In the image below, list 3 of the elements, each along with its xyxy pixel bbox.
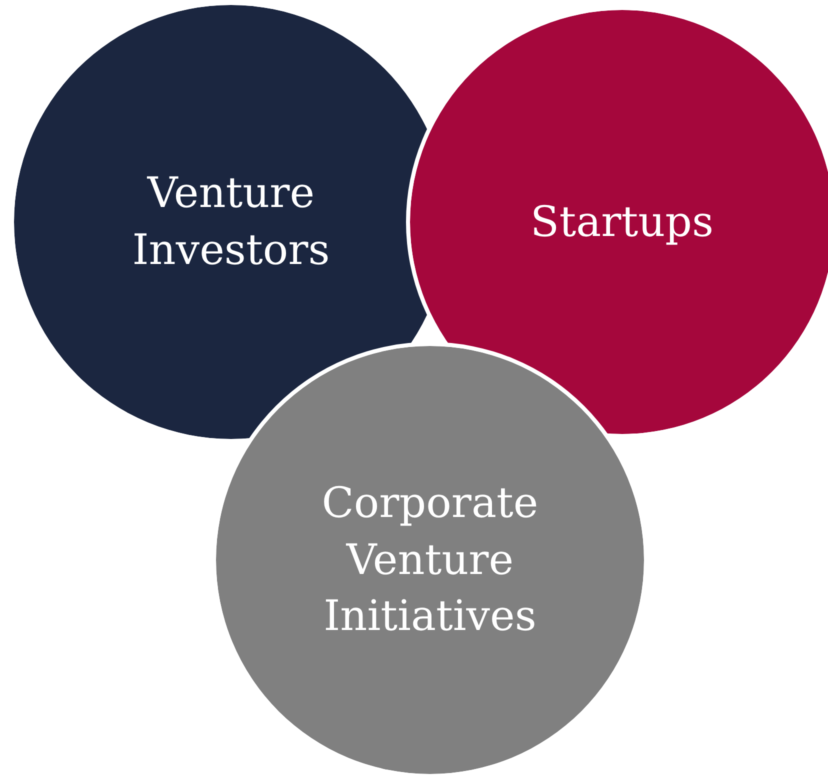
circle-label: Corporate Venture Initiatives	[320, 476, 540, 642]
circle-label: Startups	[530, 196, 714, 248]
circle-label: Venture Investors	[131, 167, 331, 276]
